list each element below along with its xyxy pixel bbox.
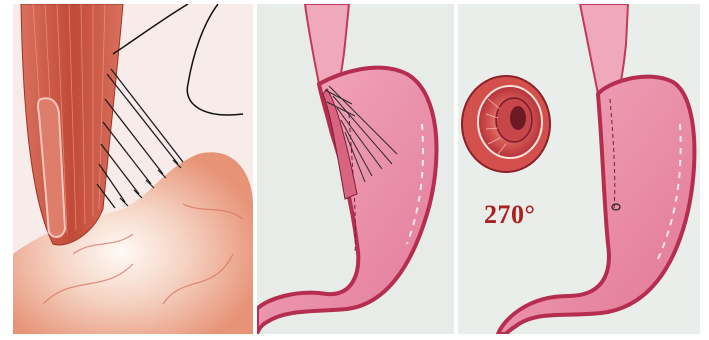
wrap-angle-label: 270° bbox=[484, 200, 535, 230]
esophagus-muscle bbox=[21, 4, 123, 245]
panel-esophagus-suture bbox=[13, 4, 253, 334]
stomach-wrap-illustration bbox=[257, 4, 454, 334]
cross-section-icon bbox=[462, 76, 550, 172]
wrap-270-illustration bbox=[458, 4, 700, 334]
outline-stroke bbox=[113, 4, 243, 115]
panel-270-wrap: 270° bbox=[458, 4, 700, 334]
esophagus-suture-illustration bbox=[13, 4, 253, 334]
stomach-body bbox=[257, 68, 437, 334]
panel-stomach-wrap bbox=[257, 4, 454, 334]
